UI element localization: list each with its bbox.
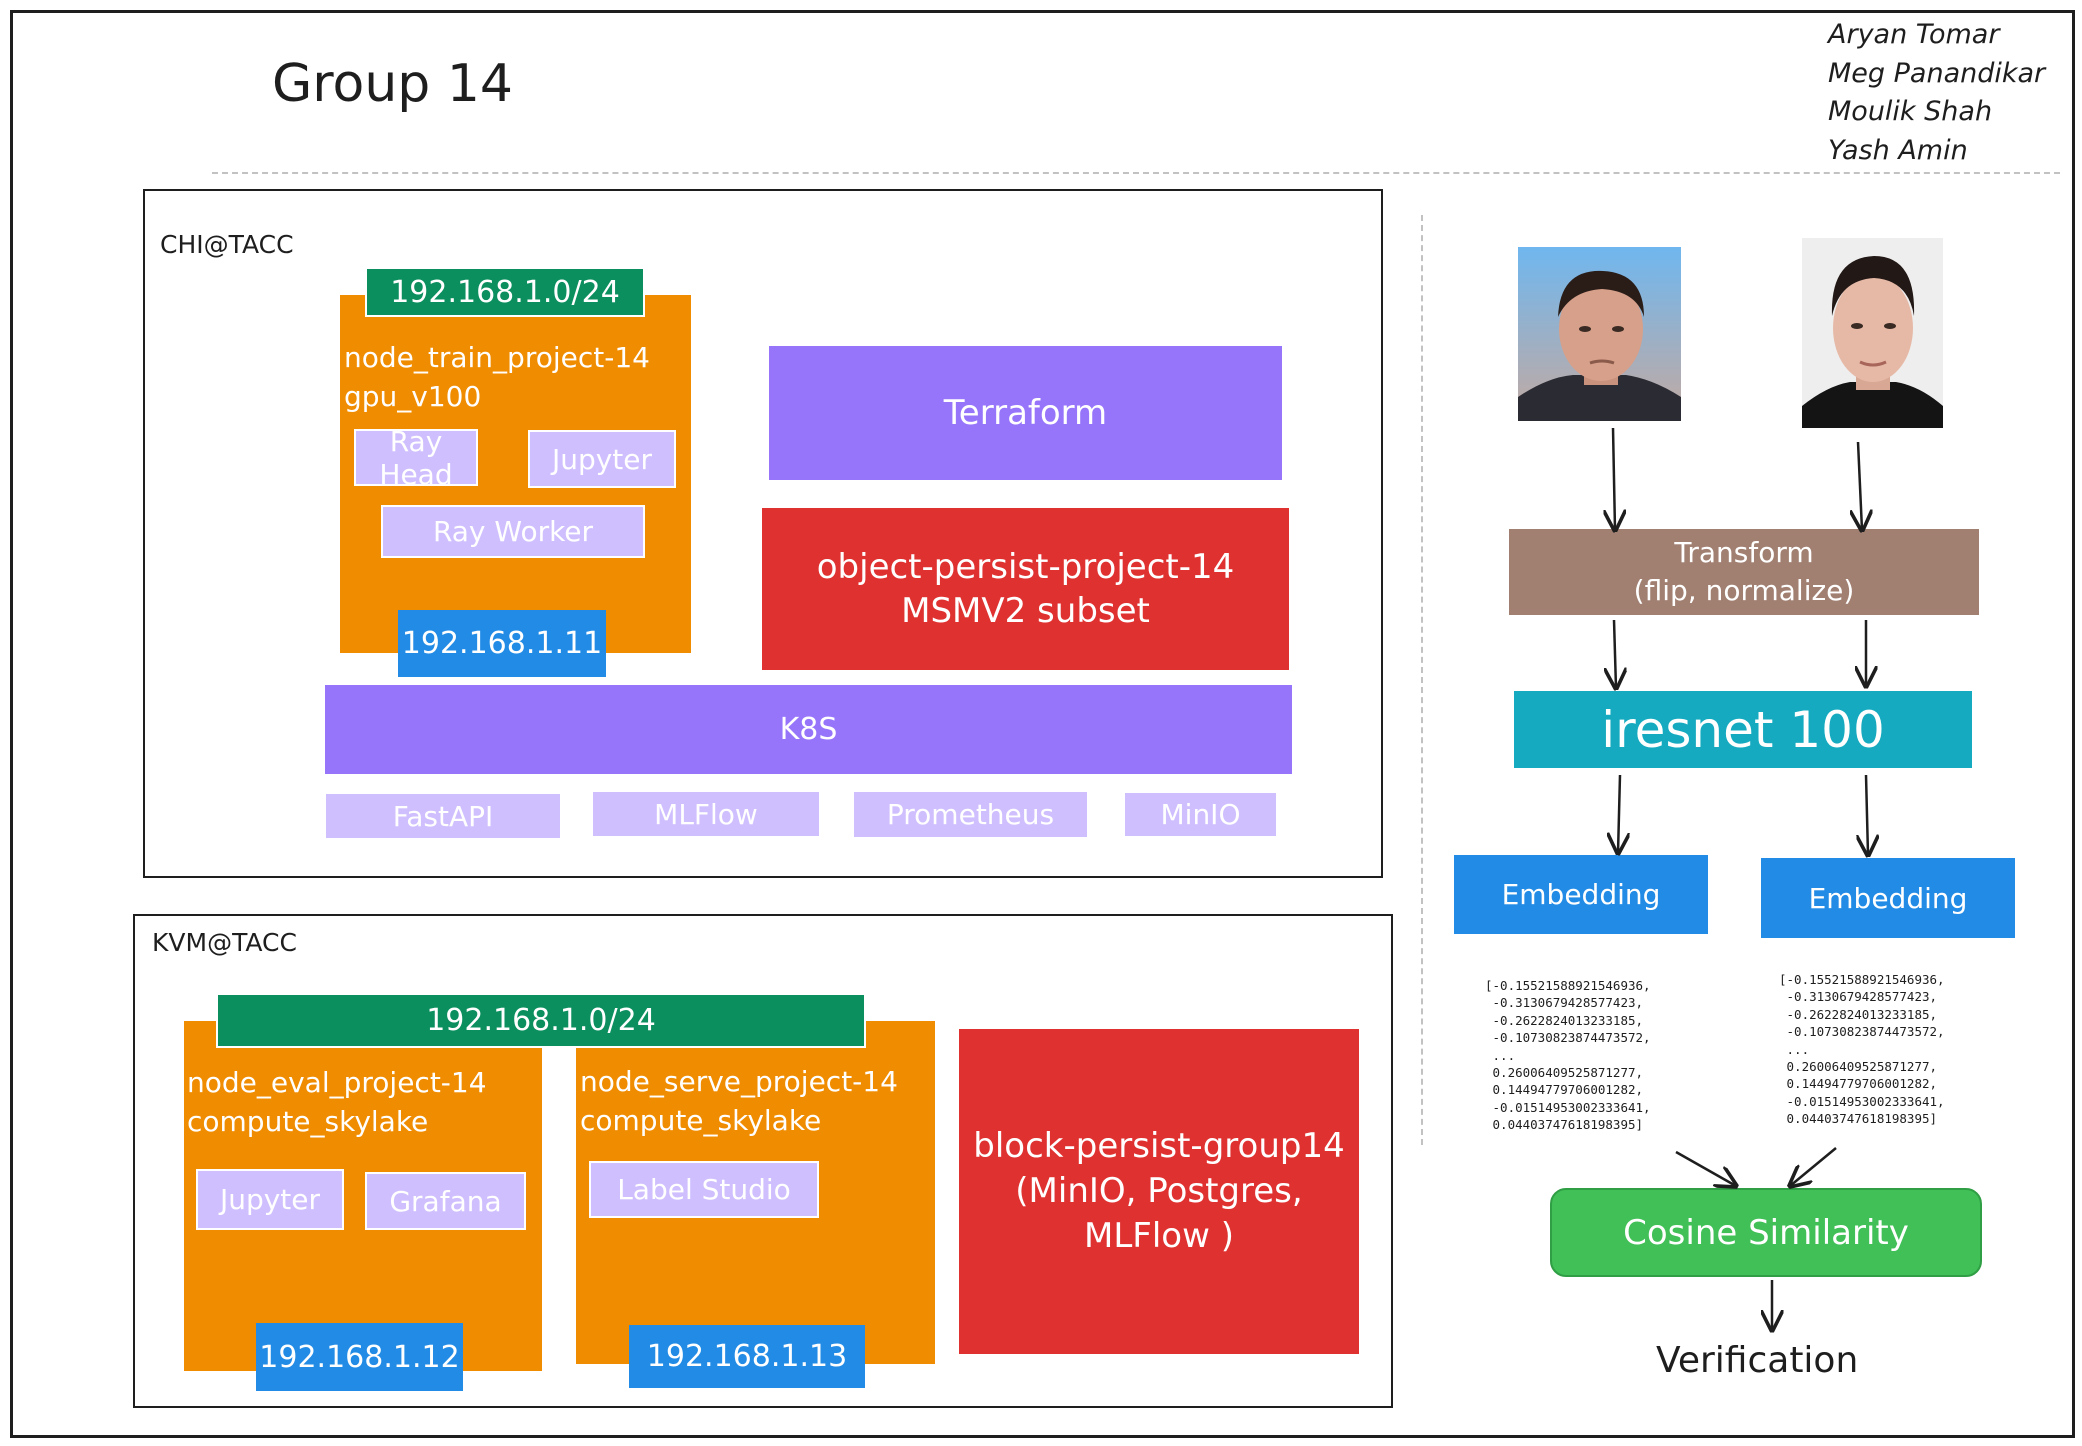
kvm-tacc-site [133,914,1393,1408]
block-store-line: (MinIO, Postgres, [1015,1171,1303,1211]
minio-service: MinIO [1123,791,1278,838]
transform-ops: (flip, normalize) [1633,574,1855,607]
ray-worker-service: Ray Worker [381,505,645,558]
k8s-block: K8S [325,685,1292,774]
eval-node-name: node_eval_project-14 [187,1066,487,1099]
section-divider [1421,215,1423,1145]
fastapi-service: FastAPI [324,792,562,840]
embedding-left: Embedding [1454,855,1708,934]
kvm-tacc-label: KVM@TACC [152,928,297,957]
embedding-right: Embedding [1761,858,2015,938]
author-name: Yash Amin [1828,134,1968,166]
arrow [1614,619,1616,688]
transform-block: Transform (flip, normalize) [1509,529,1979,615]
face-photo-left [1518,247,1681,421]
arrow [1675,1150,1736,1186]
serve-node-label: node_serve_project-14 compute_skylake [580,1062,898,1140]
prometheus-service: Prometheus [852,790,1089,839]
cosine-similarity-block: Cosine Similarity [1550,1188,1982,1277]
verification-result: Verification [1656,1340,1859,1381]
embedding-vector-left: [-0.15521588921546936, -0.31306794285774… [1485,978,1651,1133]
terraform-block: Terraform [769,346,1282,480]
train-node-name: node_train_project-14 [344,341,650,374]
grafana-service: Grafana [365,1172,526,1230]
jupyter-service: Jupyter [528,430,676,488]
serve-node-name: node_serve_project-14 [580,1065,898,1098]
eval-node-flavor: compute_skylake [187,1105,429,1138]
object-store-block: object-persist-project-14 MSMV2 subset [762,508,1289,670]
arrow [1613,427,1615,530]
train-node-flavor: gpu_v100 [344,380,482,413]
arrow [1866,774,1868,855]
serve-node-flavor: compute_skylake [580,1104,822,1137]
object-store-content: MSMV2 subset [901,591,1150,631]
transform-title: Transform [1674,536,1814,569]
face-photo-right [1802,238,1943,428]
eval-node-ip: 192.168.1.12 [256,1323,463,1391]
serve-node-ip: 192.168.1.13 [629,1325,865,1388]
train-node-ip: 192.168.1.11 [398,610,606,677]
chi-tacc-site [143,189,1383,878]
eval-jupyter-service: Jupyter [196,1169,344,1230]
header-divider [212,172,2060,174]
embedding-vector-right: [-0.15521588921546936, -0.31306794285774… [1779,972,1945,1127]
train-node-label: node_train_project-14 gpu_v100 [344,338,650,416]
ray-head-service: Ray Head [354,425,478,491]
arrow [1858,441,1862,530]
author-name: Moulik Shah [1828,96,1993,127]
eval-node-label: node_eval_project-14 compute_skylake [187,1063,487,1141]
block-store-line: MLFlow ) [1084,1216,1234,1256]
block-store-line: block-persist-group14 [973,1126,1345,1166]
object-store-name: object-persist-project-14 [816,547,1235,587]
author-name: Meg Panandikar [1828,57,2046,89]
page-title: Group 14 [272,54,514,114]
arrow [1618,774,1620,853]
canvas-frame [10,10,2075,1438]
mlflow-service: MLFlow [591,790,821,838]
arrow [1790,1147,1837,1186]
chi-subnet-badge: 192.168.1.0/24 [365,267,645,317]
chi-tacc-label: CHI@TACC [160,230,294,259]
author-list: Aryan Tomar Meg Panandikar Moulik Shah Y… [1828,16,2045,170]
block-store-block: block-persist-group14 (MinIO, Postgres, … [959,1029,1359,1354]
label-studio-service: Label Studio [589,1161,819,1218]
model-block: iresnet 100 [1514,691,1972,768]
kvm-subnet-badge: 192.168.1.0/24 [216,993,866,1048]
author-name: Aryan Tomar [1828,19,2000,50]
